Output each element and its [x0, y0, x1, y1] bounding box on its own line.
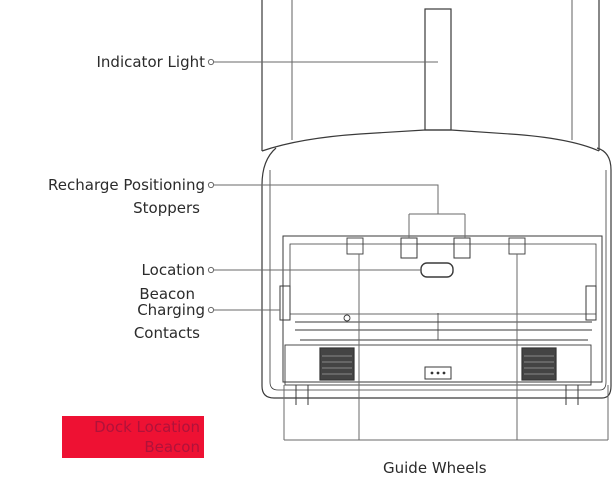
- leader-dot-beacon: [207, 266, 215, 274]
- charging-contact-left: [279, 285, 291, 321]
- base-plate: [284, 344, 592, 386]
- label-location-beacon-line2: Beacon: [139, 285, 195, 303]
- label-recharge-line2: Stoppers: [133, 199, 200, 217]
- dock-body-inner-outline: [269, 170, 607, 391]
- dock-shoulder: [261, 129, 600, 152]
- stopper-2: [400, 237, 418, 259]
- badge-text-line1: Dock Location: [94, 418, 200, 436]
- leader-guide-wheels: [283, 254, 609, 441]
- label-indicator-light: Indicator Light: [96, 53, 206, 71]
- foot-left: [295, 385, 309, 405]
- center-tab: [424, 366, 452, 380]
- charging-contact-right: [585, 285, 597, 321]
- label-location-beacon-line1: Location: [141, 261, 205, 279]
- beacon-window: [420, 262, 454, 278]
- stopper-1: [346, 237, 364, 255]
- label-charging-line2: Contacts: [133, 324, 200, 342]
- foot-right: [565, 385, 579, 405]
- dock-tower: [261, 0, 600, 151]
- label-recharge-line1: Recharge Positioning: [48, 176, 205, 194]
- badge-text-line2: Beacon: [144, 438, 200, 456]
- dock-recess-inner: [289, 243, 597, 315]
- dock-recess: [282, 235, 603, 383]
- grille-left: [319, 347, 355, 381]
- label-guide-wheels: Guide Wheels: [383, 459, 487, 477]
- leader-dot-charging: [207, 306, 215, 314]
- indicator-light-strip: [424, 8, 452, 131]
- label-charging-line1: Charging: [137, 301, 205, 319]
- dock-location-beacon-badge: Dock Location Beacon: [62, 416, 204, 458]
- dock-body-outline: [261, 147, 612, 399]
- leader-dot-indicator: [207, 58, 215, 66]
- stopper-4: [508, 237, 526, 255]
- grille-right: [521, 347, 557, 381]
- base-rail: [295, 321, 592, 341]
- stopper-3: [453, 237, 471, 259]
- leader-stoppers: [214, 184, 466, 238]
- leader-dot-stoppers: [207, 181, 215, 189]
